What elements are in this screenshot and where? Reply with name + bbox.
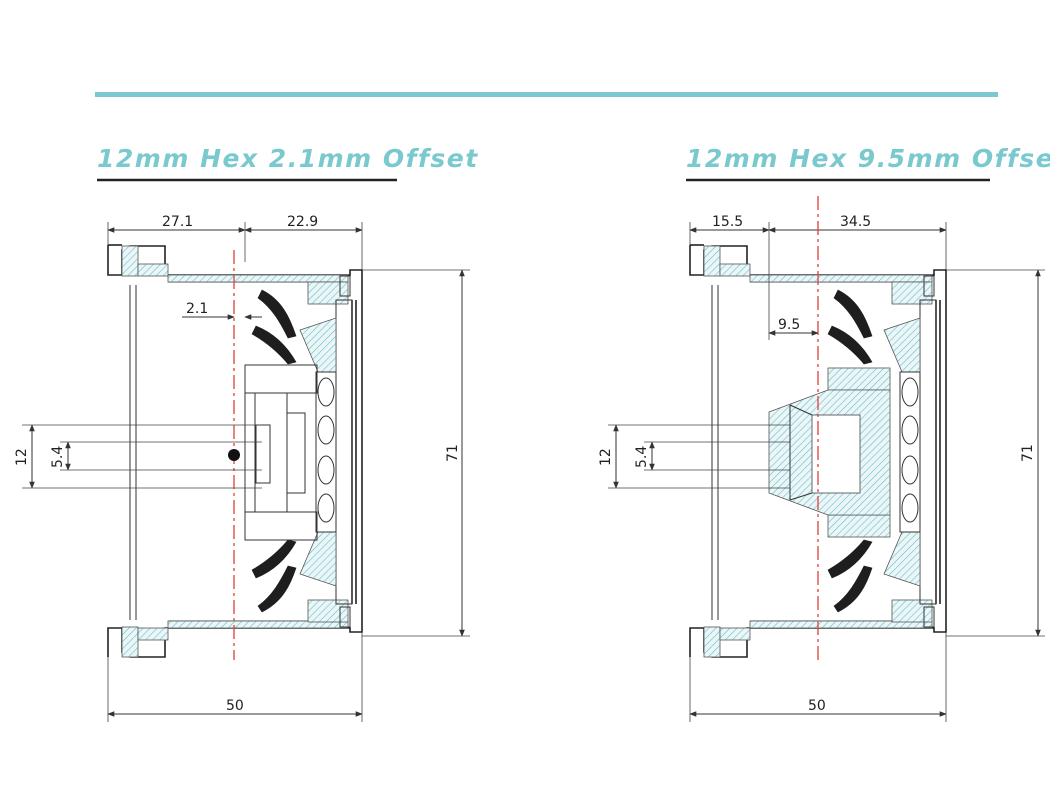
left-dim-width: 50 <box>226 698 244 714</box>
left-dim-hex-outer: 12 <box>14 448 30 466</box>
left-center-dot <box>228 449 240 461</box>
left-dim-hex-inner: 5.4 <box>50 446 66 468</box>
right-dim-offset: 9.5 <box>778 317 800 333</box>
left-dim-top-left: 27.1 <box>162 214 193 230</box>
left-drawing-title: 12mm Hex 2.1mm Offset <box>97 144 479 173</box>
right-dim-top-left: 15.5 <box>712 214 743 230</box>
right-dim-top-right: 34.5 <box>840 214 871 230</box>
right-drawing-title: 12mm Hex 9.5mm Offset <box>686 144 1050 173</box>
right-dim-hex-outer: 12 <box>598 448 614 466</box>
right-dim-hex-inner: 5.4 <box>634 446 650 468</box>
right-wheel-drawing: 12mm Hex 9.5mm Offset 15.5 34.5 <box>598 144 1050 722</box>
left-wheel-drawing: 12mm Hex 2.1mm Offset 27.1 22.9 <box>14 144 479 722</box>
left-dim-offset: 2.1 <box>186 301 208 317</box>
left-dim-height: 71 <box>445 444 461 462</box>
right-dim-height: 71 <box>1020 444 1036 462</box>
left-dim-top-right: 22.9 <box>287 214 318 230</box>
right-dim-width: 50 <box>808 698 826 714</box>
header-rule <box>95 92 998 97</box>
